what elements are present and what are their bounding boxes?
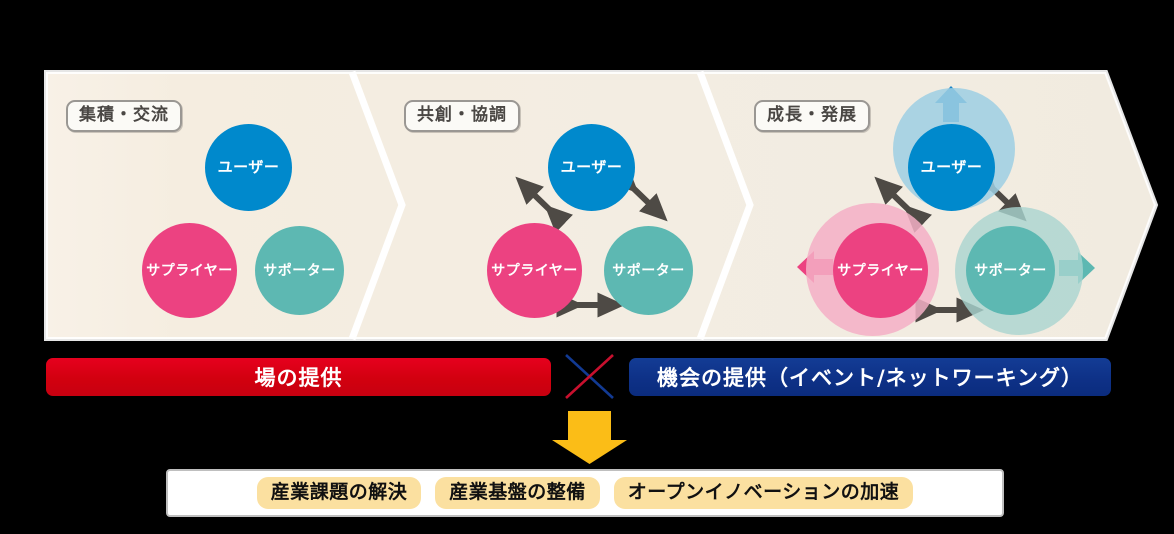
stage-3-node-supporter: サポーター (966, 226, 1055, 315)
stage-2-label: 共創・協調 (404, 100, 520, 132)
node-label: ユーザー (560, 158, 623, 176)
stage-2-node-user: ユーザー (548, 124, 635, 211)
stage-3-label: 成長・発展 (754, 100, 870, 132)
outcomes-panel: 産業課題の解決 産業基盤の整備 オープンイノベーションの加速 (166, 469, 1004, 517)
outcome-pill-3: オープンイノベーションの加速 (613, 477, 914, 509)
node-label: サポーター (263, 262, 336, 279)
node-label: ユーザー (920, 158, 983, 176)
node-label: ユーザー (217, 158, 280, 176)
arrow-user-supporter (610, 165, 668, 222)
node-label: サプライヤー (146, 262, 233, 279)
chevron-separator-1 (348, 70, 406, 341)
enabler-bar-left[interactable]: 場の提供 (46, 358, 551, 396)
combiner-cross-icon (565, 354, 614, 399)
outcome-pill-2: 産業基盤の整備 (435, 477, 600, 509)
stage-1-label: 集積・交流 (66, 100, 182, 132)
chevron-separator-2 (696, 70, 754, 341)
stage-1-node-supplier: サプライヤー (142, 223, 237, 318)
enabler-bar-right-label: 機会の提供（イベント/ネットワーキング） (656, 366, 1084, 390)
node-label: サプライヤー (491, 262, 578, 279)
stage-1-node-user: ユーザー (205, 124, 292, 211)
stage-3-node-supplier: サプライヤー (833, 223, 928, 318)
arrow-supplier-user (515, 176, 573, 233)
outcome-pill-1: 産業課題の解決 (256, 477, 422, 509)
enabler-bar-right[interactable]: 機会の提供（イベント/ネットワーキング） (629, 358, 1111, 396)
node-label: サポーター (974, 262, 1047, 279)
stage-2-exchange-arrows (515, 165, 668, 318)
stage-3-node-user: ユーザー (908, 124, 995, 211)
node-label: サプライヤー (837, 262, 924, 279)
flow-down-arrow-icon (552, 411, 627, 464)
stage-2-node-supplier: サプライヤー (487, 223, 582, 318)
stage-2-node-supporter: サポーター (604, 226, 693, 315)
arrow-supplier-user (874, 176, 932, 233)
node-label: サポーター (612, 262, 685, 279)
cross-stroke-red (565, 354, 614, 399)
stage-1-node-supporter: サポーター (255, 226, 344, 315)
enabler-bar-left-label: 場の提供 (254, 366, 343, 390)
